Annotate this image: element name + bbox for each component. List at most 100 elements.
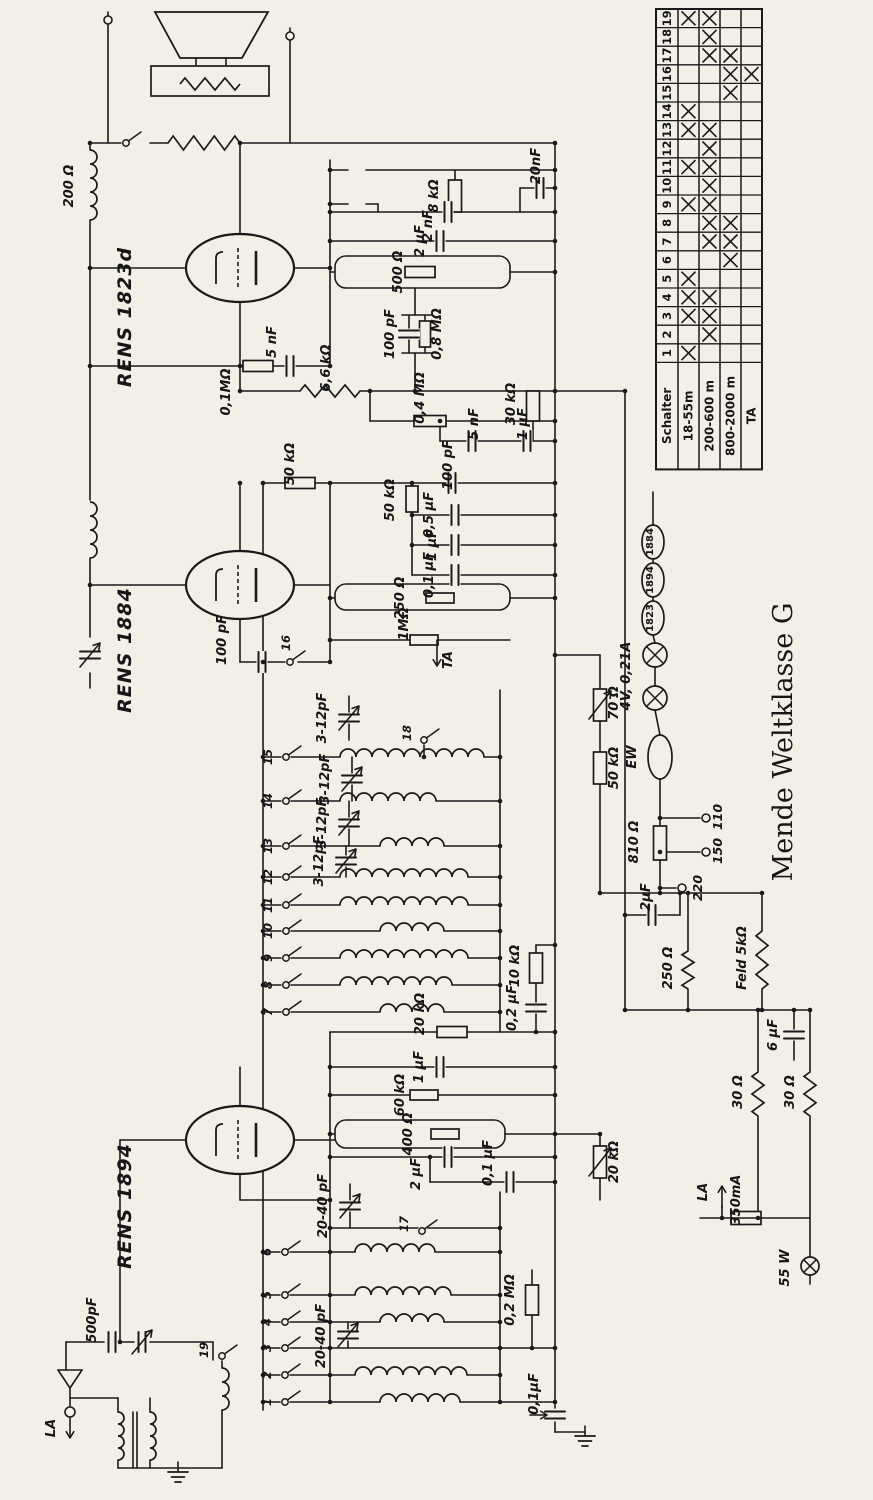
junction-dot bbox=[327, 201, 333, 207]
coil bbox=[379, 1393, 461, 1403]
junction-dot bbox=[552, 542, 558, 548]
switch-contact bbox=[282, 981, 290, 989]
component-label: 0,4 MΩ bbox=[413, 372, 428, 424]
component-label: 2 nF bbox=[421, 210, 436, 242]
table-x-mark bbox=[701, 308, 718, 324]
component-label: 110 bbox=[710, 804, 725, 830]
table-band-label: 18-55m bbox=[682, 390, 696, 441]
wire bbox=[652, 634, 656, 644]
resistor-box bbox=[409, 634, 439, 646]
junction-dot bbox=[497, 1249, 503, 1255]
component-label: Feld 5kΩ bbox=[735, 926, 750, 990]
table-band-label: 200-600 m bbox=[703, 380, 717, 452]
junction-dot bbox=[327, 265, 333, 271]
junction-dot bbox=[597, 1131, 603, 1137]
switch-contact bbox=[281, 1344, 289, 1352]
junction-dot bbox=[87, 582, 93, 588]
coil bbox=[89, 501, 98, 559]
coil bbox=[379, 1313, 445, 1323]
terminal bbox=[701, 847, 711, 857]
junction-dot bbox=[552, 572, 558, 578]
junction-dot bbox=[597, 890, 603, 896]
switch-contact bbox=[282, 797, 290, 805]
switch-contact bbox=[420, 736, 428, 744]
component-label: 0,1µF bbox=[527, 1373, 542, 1415]
component-label: 20-40 pF bbox=[314, 1304, 329, 1368]
switch-lever bbox=[423, 1219, 438, 1230]
table-switch-number: 7 bbox=[660, 237, 674, 245]
zigzag-resistor bbox=[750, 1071, 766, 1117]
arrow bbox=[339, 1193, 361, 1219]
junction-dot bbox=[87, 363, 93, 369]
junction-dot bbox=[260, 1292, 266, 1298]
resistor-box bbox=[413, 414, 447, 428]
table-switch-number: 1 bbox=[660, 349, 674, 357]
lamp-x bbox=[645, 645, 665, 665]
table-x-mark bbox=[680, 196, 697, 212]
zigzag-resistor bbox=[754, 930, 770, 990]
cap-mask bbox=[434, 230, 446, 252]
switch-lever bbox=[127, 131, 142, 142]
junction-dot bbox=[260, 1009, 266, 1015]
component-label: 6 µF bbox=[766, 1019, 781, 1051]
zigzag-resistor bbox=[802, 1071, 818, 1117]
junction-dot bbox=[260, 955, 266, 961]
component-label: 20 kΩ bbox=[413, 993, 428, 1035]
tube-cathode bbox=[215, 251, 224, 284]
junction-dot bbox=[622, 912, 628, 918]
resistor-box bbox=[418, 320, 432, 348]
switch-contact bbox=[282, 954, 290, 962]
junction-dot bbox=[719, 1215, 725, 1221]
table-header: Schalter bbox=[660, 388, 674, 444]
junction-dot bbox=[327, 238, 333, 244]
component-label: 4 bbox=[260, 1318, 274, 1327]
junction-dot bbox=[657, 885, 663, 891]
tube-0 bbox=[184, 232, 296, 304]
zigzag-resistor bbox=[179, 76, 241, 92]
arrow-head bbox=[350, 1322, 359, 1332]
resistor-box bbox=[425, 592, 455, 604]
table-x-mark bbox=[680, 122, 697, 138]
cap-mask bbox=[544, 1409, 566, 1421]
switch-lever bbox=[287, 745, 302, 756]
wire bbox=[57, 1369, 71, 1389]
junction-dot bbox=[552, 1131, 558, 1137]
junction-dot bbox=[529, 1345, 535, 1351]
arrow-head bbox=[351, 810, 360, 820]
component-label: 220 bbox=[690, 875, 705, 901]
junction-dot bbox=[327, 363, 333, 369]
table-x-mark bbox=[701, 47, 718, 64]
resistor-box bbox=[652, 825, 668, 861]
coil bbox=[354, 1366, 468, 1376]
switch-lever bbox=[287, 973, 302, 984]
table-switch-number: 3 bbox=[660, 312, 674, 320]
component-label: 1894 bbox=[645, 566, 656, 594]
component-label: 1 bbox=[260, 1398, 274, 1406]
switch-lever bbox=[286, 1336, 301, 1347]
table-x-mark bbox=[680, 345, 697, 361]
component-label: 5 bbox=[260, 1291, 274, 1299]
junction-dot bbox=[552, 942, 558, 948]
arrow bbox=[588, 1147, 612, 1177]
table-x-mark bbox=[701, 29, 718, 45]
resistor-box bbox=[284, 476, 316, 490]
junction-dot bbox=[87, 265, 93, 271]
junction-dot bbox=[497, 798, 503, 804]
component-label: 10 kΩ bbox=[508, 945, 523, 987]
terminal bbox=[285, 31, 295, 41]
component-label: 6 bbox=[260, 1248, 274, 1256]
component-label: 1 µF bbox=[412, 1051, 427, 1083]
switch-contact bbox=[282, 901, 290, 909]
component-label: 0,1 µF bbox=[422, 552, 437, 598]
component-label: 20-40 pF bbox=[316, 1174, 331, 1238]
cap-mask bbox=[534, 177, 546, 199]
switch-lever bbox=[286, 1363, 301, 1374]
circuit-loop bbox=[334, 1119, 506, 1149]
junction-dot bbox=[497, 902, 503, 908]
lamp-x bbox=[802, 1258, 818, 1274]
junction-dot bbox=[327, 1372, 333, 1378]
component-label: 0,2 µF bbox=[505, 985, 520, 1031]
table-x-mark bbox=[701, 215, 718, 231]
switch-contact bbox=[282, 842, 290, 850]
zigzag-resistor bbox=[167, 134, 241, 152]
